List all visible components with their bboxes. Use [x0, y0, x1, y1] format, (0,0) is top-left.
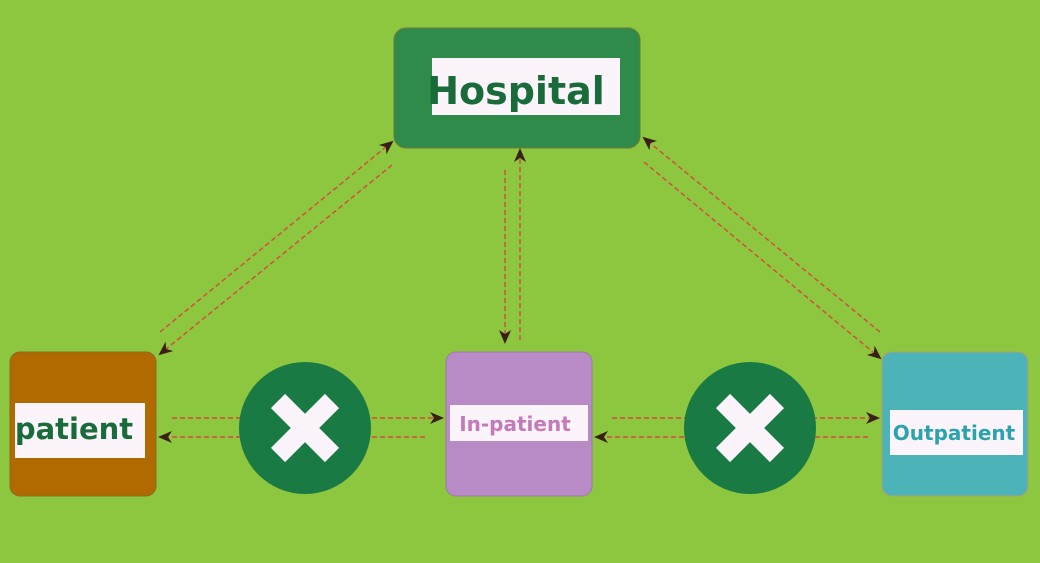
node-outpatient: Outpatient: [881, 351, 1029, 497]
edge-hospital-to-patient: [158, 164, 393, 356]
x-icon: [239, 362, 371, 494]
x-icon: [684, 362, 816, 494]
edge-hospital-to-outpatient: [643, 161, 882, 360]
node-patient: patient: [9, 351, 157, 497]
node-hospital: Hospital: [393, 27, 641, 149]
outpatient-label: Outpatient: [893, 421, 1016, 445]
edge-outpatient-to-hospital: [642, 136, 881, 333]
patient-label: patient: [15, 412, 133, 446]
inpatient-label: In-patient: [459, 412, 571, 436]
edge-patient-to-hospital: [159, 140, 394, 333]
node-inpatient: In-patient: [445, 351, 593, 497]
hospital-label: Hospital: [427, 69, 605, 113]
